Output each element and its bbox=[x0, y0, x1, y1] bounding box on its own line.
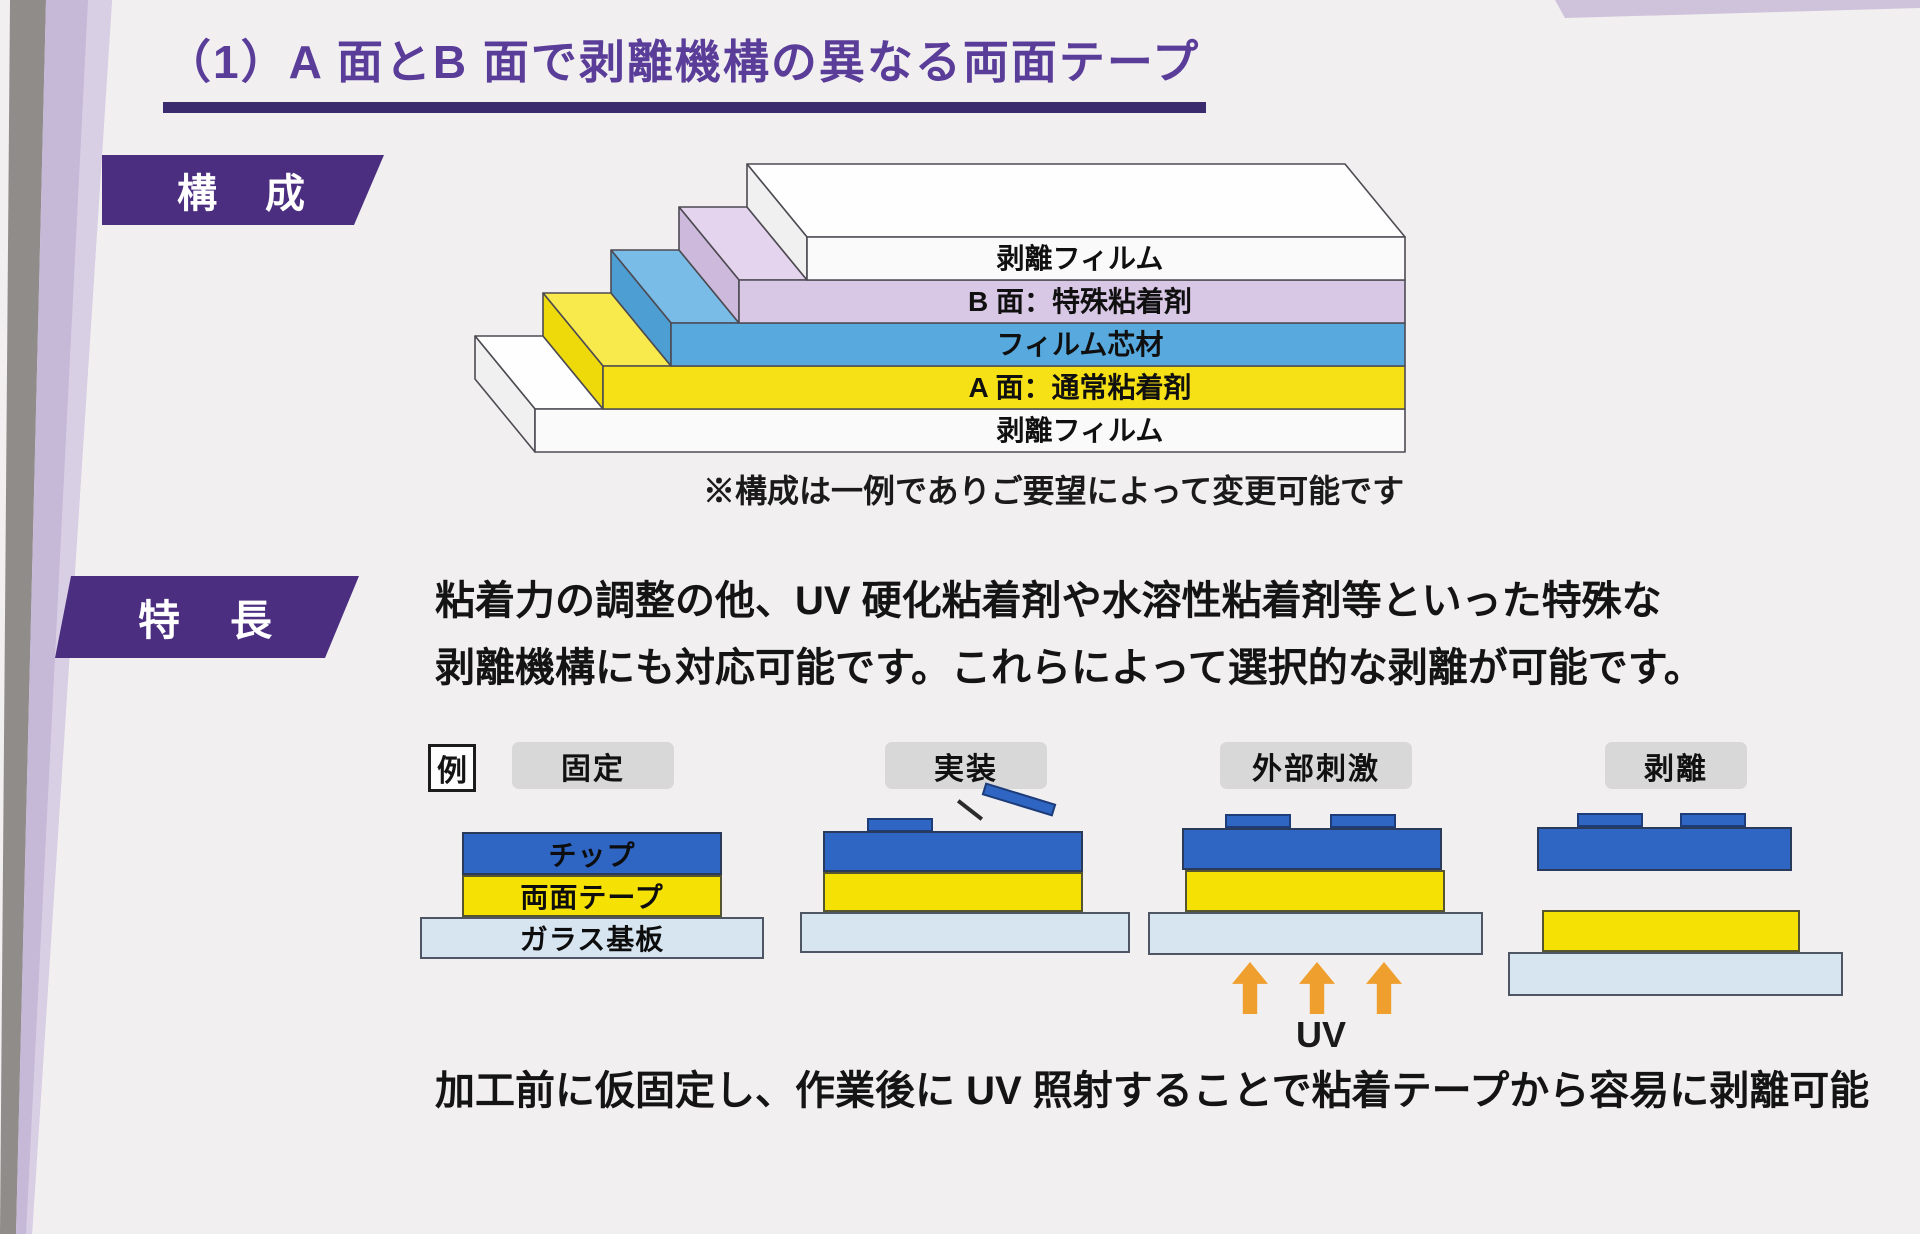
chip-label: チップ bbox=[548, 839, 636, 871]
tape-construction-diagram: 剥離フィルム B 面：特殊粘着剤 フィルム芯材 A 面：通常粘着剤 剥離フィルム bbox=[474, 163, 1406, 453]
page-title: （1）A 面とB 面で剥離機構の異なる両面テープ bbox=[163, 26, 1207, 113]
uv-label: UV bbox=[1295, 1014, 1346, 1055]
layer1-label: 剥離フィルム bbox=[997, 243, 1164, 274]
features-description-line2: 剥離機構にも対応可能です。これらによって選択的な剥離が可能です。 bbox=[435, 646, 1704, 690]
stage3-chip-layer bbox=[1182, 828, 1442, 870]
stage-label-peeling: 剥離 bbox=[1605, 742, 1747, 789]
stage4-component-bump-2 bbox=[1680, 813, 1746, 827]
stage3-tape-layer bbox=[1185, 870, 1445, 912]
tape-label: 両面テープ bbox=[520, 882, 664, 913]
stage2-component-bump bbox=[867, 818, 933, 832]
stage3-component-bump-1 bbox=[1225, 814, 1291, 828]
uv-arrow-icon bbox=[1232, 962, 1268, 1014]
features-description-line1: 粘着力の調整の他、UV 硬化粘着剤や水溶性粘着剤等といった特殊な bbox=[435, 579, 1662, 623]
layer4-label: A 面：通常粘着剤 bbox=[969, 371, 1192, 403]
features-badge: 特 長 bbox=[55, 576, 359, 658]
features-description: 粘着力の調整の他、UV 硬化粘着剤や水溶性粘着剤等といった特殊な 剥離機構にも対… bbox=[435, 568, 1704, 702]
stage4-component-bump-1 bbox=[1577, 813, 1643, 827]
stage2-chip-layer bbox=[823, 831, 1083, 872]
stage-label-mounting: 実装 bbox=[885, 742, 1047, 789]
layer5-front-face bbox=[534, 408, 1406, 453]
stage2-tape-layer bbox=[823, 872, 1083, 912]
layer3-label: フィルム芯材 bbox=[997, 329, 1164, 360]
stage4-chip-layer-released bbox=[1537, 827, 1792, 871]
booklet-edge-top-right bbox=[1555, 0, 1920, 18]
booklet-edge-gray bbox=[0, 0, 46, 1234]
construction-note: ※構成は一例でありご要望によって変更可能です bbox=[703, 473, 1405, 509]
layer1-front-face bbox=[806, 236, 1406, 281]
layer2-label: B 面：特殊粘着剤 bbox=[968, 285, 1192, 317]
example-label-box: 例 bbox=[428, 744, 476, 792]
stage-label-fixing: 固定 bbox=[512, 742, 674, 789]
layer5-label: 剥離フィルム bbox=[997, 415, 1164, 446]
features-badge-label: 特 長 bbox=[137, 596, 276, 644]
layer3-front-face bbox=[670, 322, 1406, 367]
construction-badge: 構 成 bbox=[102, 155, 384, 225]
layer1-top-face bbox=[746, 163, 1406, 238]
construction-badge-label: 構 成 bbox=[177, 172, 309, 216]
example-label: 例 bbox=[437, 755, 467, 788]
stage-label-external-stimulus: 外部刺激 bbox=[1220, 742, 1412, 789]
stage3-glass-layer bbox=[1148, 912, 1483, 955]
stage2-mount-tool bbox=[956, 799, 984, 821]
stage3-component-bump-2 bbox=[1330, 814, 1396, 828]
stage1-chip-layer: チップ bbox=[462, 832, 722, 875]
uv-arrow-icon bbox=[1366, 962, 1402, 1014]
bottom-caption: 加工前に仮固定し、作業後に UV 照射することで粘着テープから容易に剥離可能 bbox=[435, 1069, 1870, 1113]
stage4-glass-layer bbox=[1508, 952, 1843, 996]
layer4-front-face bbox=[602, 365, 1406, 410]
glass-label: ガラス基板 bbox=[519, 924, 665, 955]
uv-arrow-icon bbox=[1299, 962, 1335, 1014]
stage2-glass-layer bbox=[800, 912, 1130, 953]
stage4-tape-layer bbox=[1542, 910, 1800, 952]
stage1-tape-layer: 両面テープ bbox=[462, 875, 722, 917]
stage1-glass-layer: ガラス基板 bbox=[420, 917, 764, 959]
